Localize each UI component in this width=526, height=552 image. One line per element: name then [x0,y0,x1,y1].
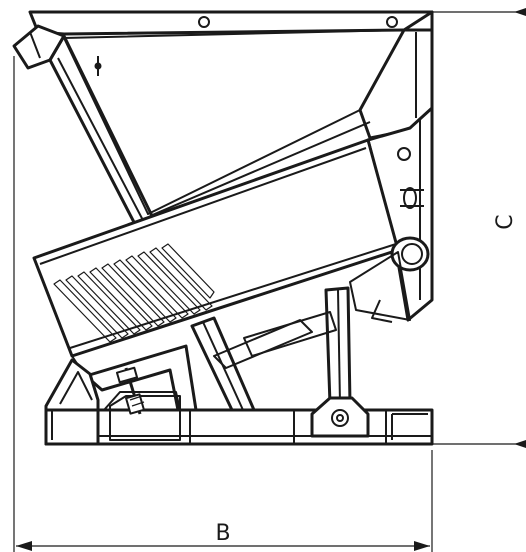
base-frame [44,358,434,446]
dimension-lines [13,8,526,552]
dimension-height-label: C [493,214,518,229]
ventilation-louvers [53,243,215,343]
hopper-frame [12,10,434,232]
dimension-width-label: B [215,521,230,546]
adjusting-screw [115,366,145,415]
pivot-clevis [310,396,370,438]
tilted-body [32,138,430,381]
